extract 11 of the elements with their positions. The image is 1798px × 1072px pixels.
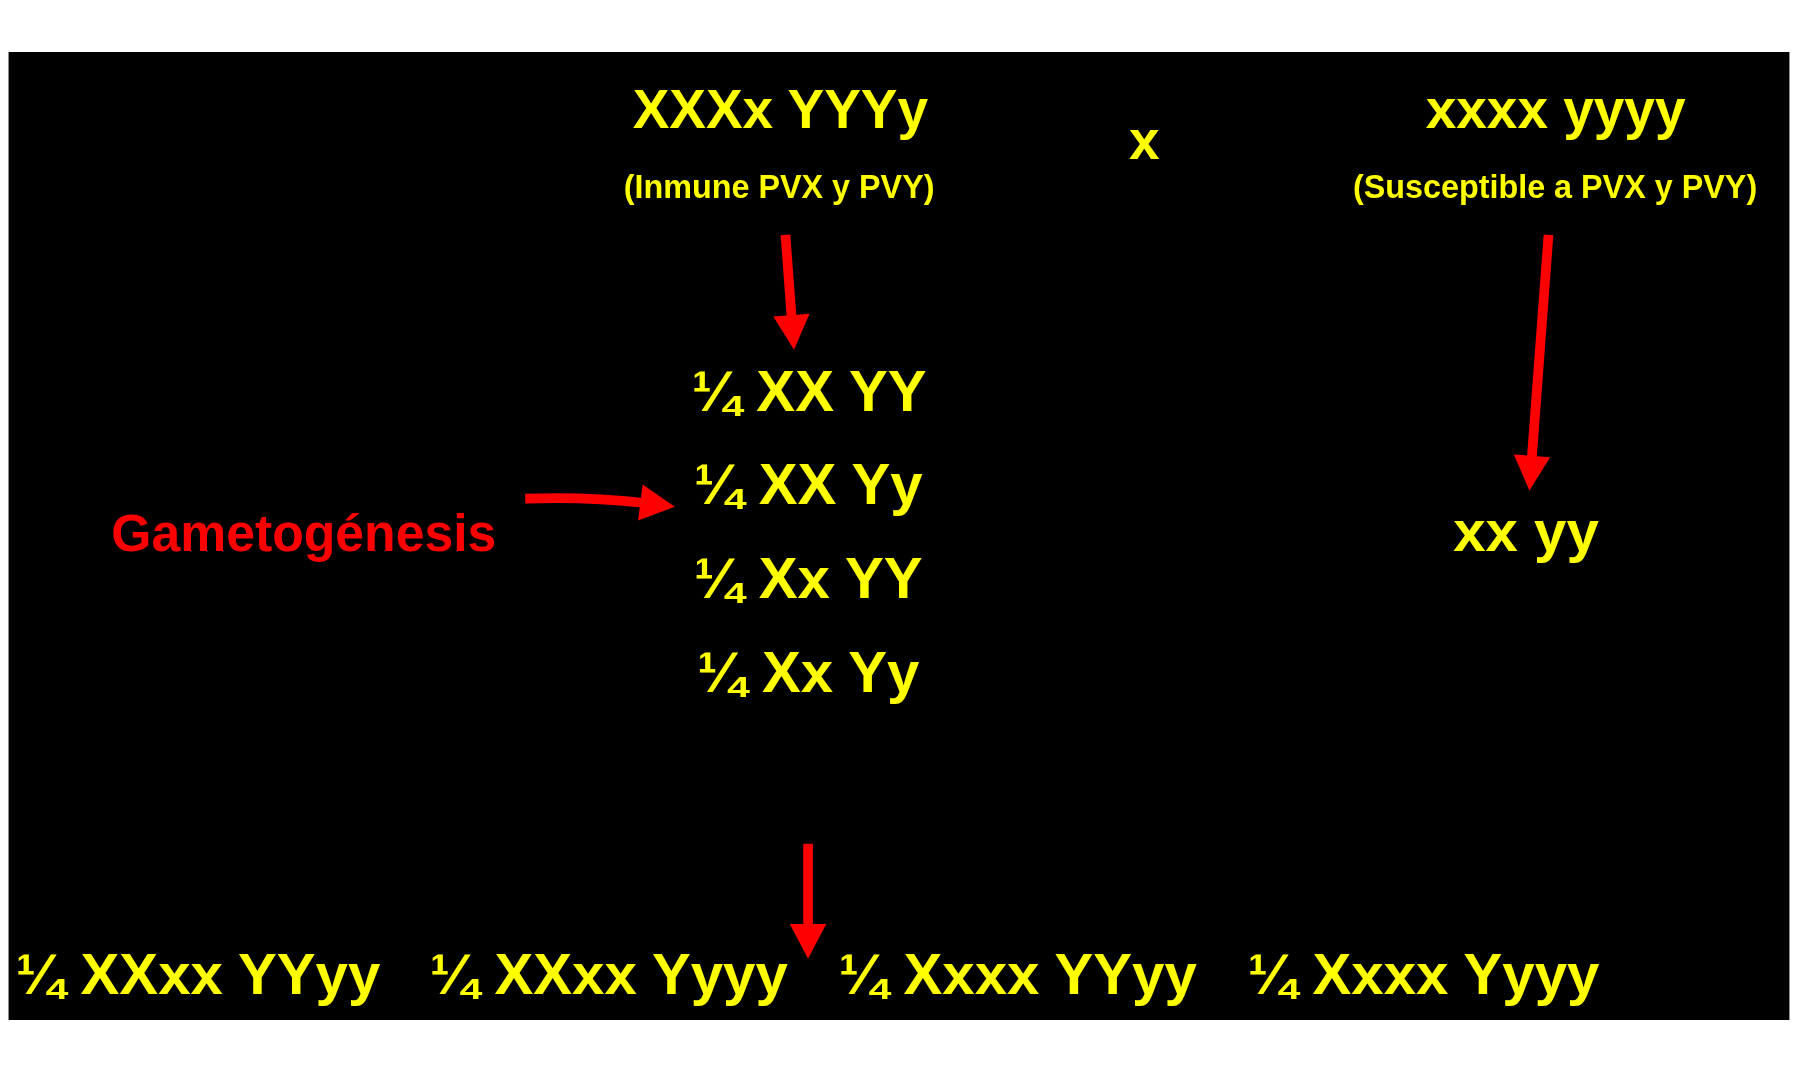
arrow — [789, 843, 827, 959]
node-text: xx yy — [1453, 498, 1599, 564]
node-text: Gametogénesis — [111, 503, 497, 562]
node-text: XXXx YYYy (Inmune PVX y PVY) — [623, 77, 935, 206]
node-text: xxxx yyyy (Susceptible a PVX y PVY) — [1352, 77, 1758, 206]
arrow — [525, 484, 675, 521]
arrow — [1513, 234, 1554, 491]
node-text: ¼ XXxx YYyy ¼ XXxx Yyyy ¼ Xxxx YYyy ¼ Xxxx Yyyy — [15, 940, 1600, 1006]
arrow — [773, 234, 810, 350]
label: x — [1128, 109, 1160, 172]
node-text: ¼ XX YY ¼ XX Yy ¼ Xx YY ¼ Xx Yy — [691, 357, 927, 704]
